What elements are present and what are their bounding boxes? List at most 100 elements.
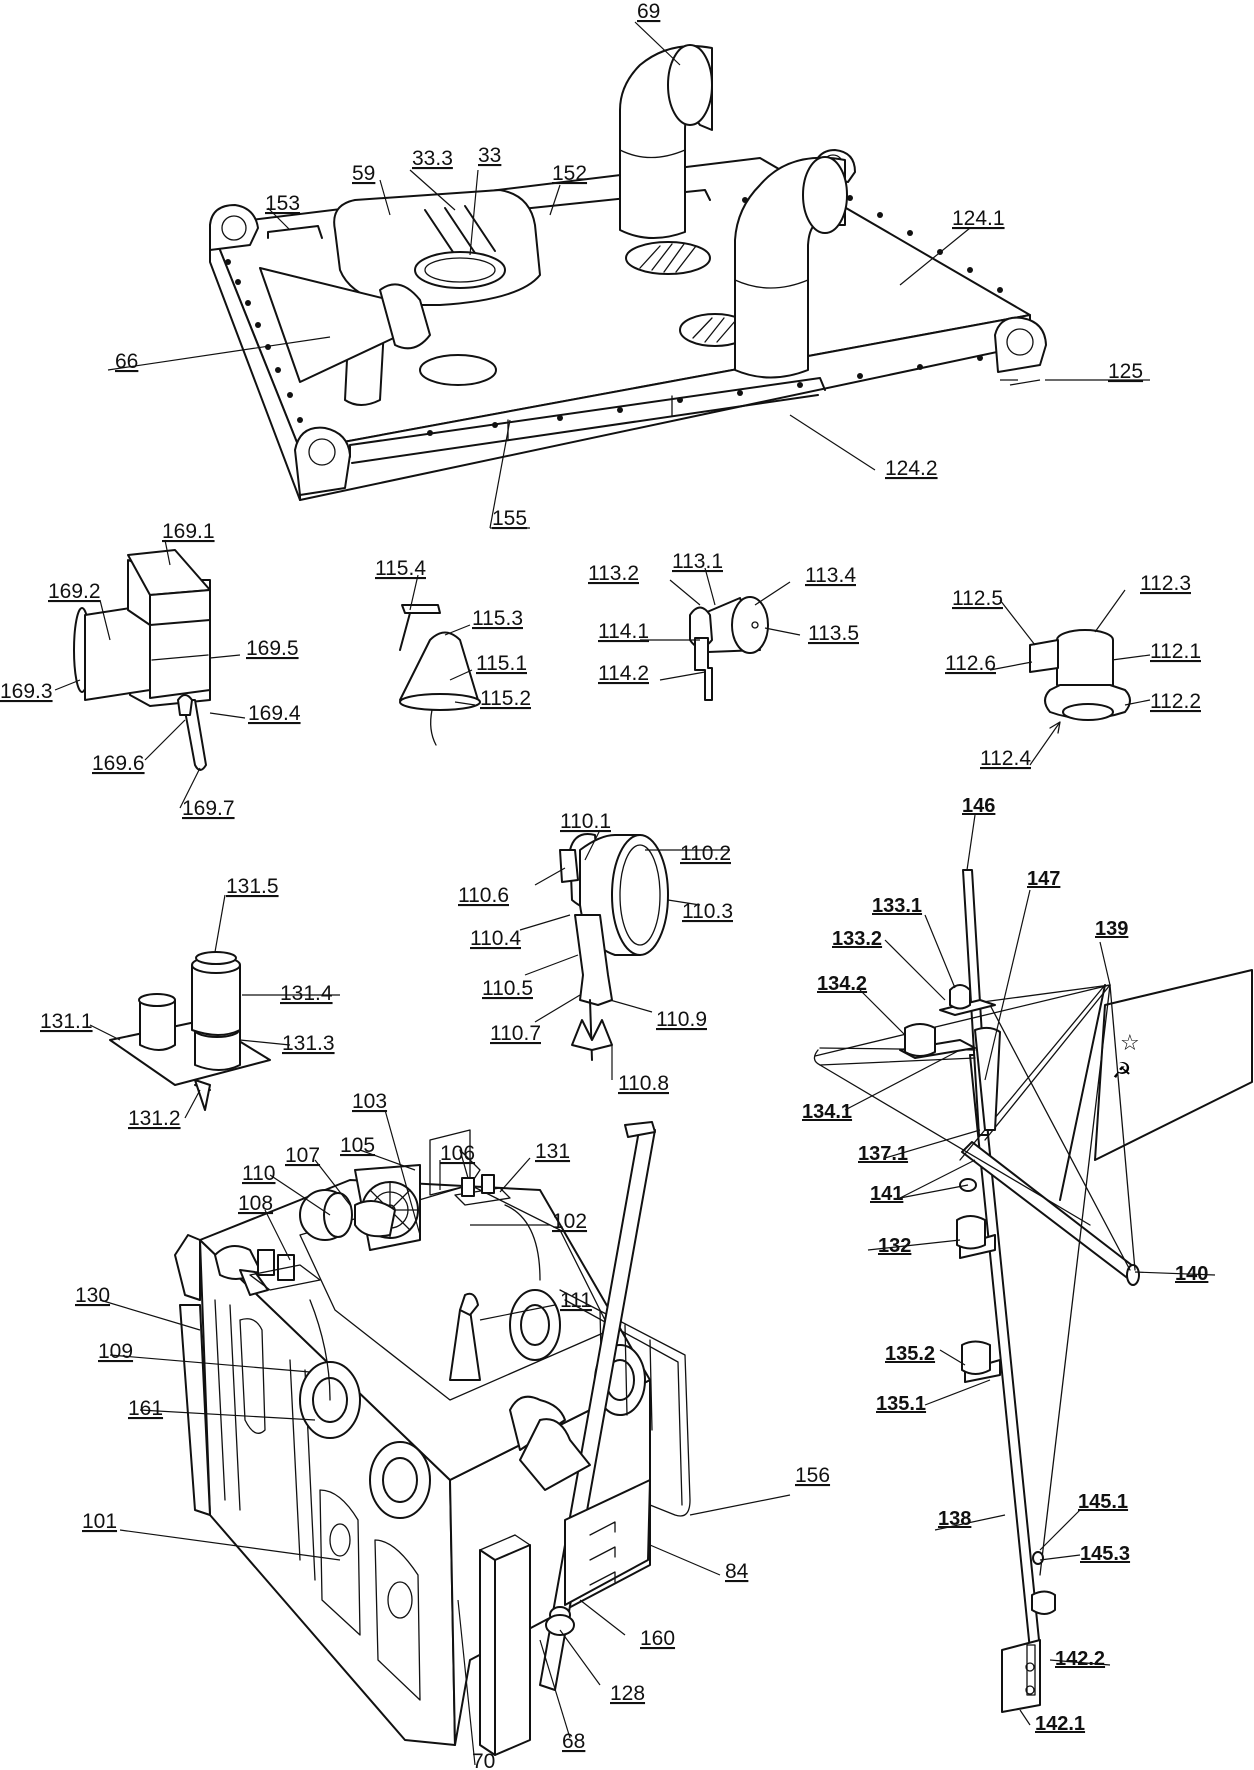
gooseneck-vent-right (734, 156, 848, 379)
label-112-3: 112.3 (1140, 572, 1191, 595)
gooseneck-vent-69 (619, 44, 713, 240)
label-169-1: 169.1 (162, 520, 215, 543)
label-124-1: 124.1 (952, 207, 1005, 230)
label-138: 138 (938, 1508, 971, 1530)
label-169-3: 169.3 (0, 680, 53, 703)
winch-leaders (54, 539, 246, 809)
label-155: 155 (492, 507, 527, 530)
deck-leaders (107, 21, 1150, 529)
reference-labels: 69 33.3 33 59 152 153 124.1 66 125 124.2… (0, 0, 1208, 1770)
label-131-1: 131.1 (40, 1010, 93, 1033)
label-110-3: 110.3 (682, 900, 733, 923)
label-131-4: 131.4 (280, 982, 333, 1005)
deck-plate-assembly (107, 21, 1150, 529)
lifting-lugs (209, 149, 1047, 496)
label-124-2: 124.2 (885, 457, 938, 480)
label-134-2: 134.2 (817, 973, 867, 995)
label-111: 111 (560, 1289, 592, 1312)
hammer-sickle-icon: ☭ (1112, 1059, 1132, 1084)
label-142-2: 142.2 (1055, 1648, 1105, 1670)
label-33: 33 (478, 144, 501, 167)
label-108: 108 (238, 1192, 273, 1215)
label-101: 101 (82, 1510, 117, 1533)
bell-115 (399, 574, 481, 746)
label-133-2: 133.2 (832, 928, 882, 950)
label-66: 66 (115, 350, 138, 373)
label-112-4: 112.4 (980, 747, 1031, 770)
label-169-7: 169.7 (182, 797, 235, 820)
label-113-4: 113.4 (805, 564, 856, 587)
label-147: 147 (1027, 868, 1060, 890)
label-84: 84 (725, 1560, 749, 1583)
label-152: 152 (552, 162, 587, 185)
label-132: 132 (878, 1235, 911, 1257)
label-153: 153 (265, 192, 300, 215)
winch-169 (54, 539, 246, 809)
label-109: 109 (98, 1340, 133, 1363)
label-115-1: 115.1 (476, 652, 527, 675)
label-33-3: 33.3 (412, 147, 453, 170)
label-114-1: 114.1 (598, 620, 649, 643)
wheelhouse-assembly (99, 1109, 791, 1766)
label-68: 68 (562, 1730, 585, 1753)
deck-opening (419, 354, 497, 386)
label-131: 131 (535, 1140, 570, 1163)
label-130: 130 (75, 1284, 110, 1307)
searchlight-110 (519, 829, 730, 1080)
label-128: 128 (610, 1682, 645, 1705)
label-110-9: 110.9 (656, 1008, 707, 1031)
label-112-5: 112.5 (952, 587, 1003, 610)
label-125: 125 (1108, 360, 1143, 383)
label-156: 156 (795, 1464, 830, 1487)
mast-assembly: ☆ ☭ (813, 814, 1253, 1726)
label-70: 70 (472, 1750, 495, 1770)
label-134-1: 134.1 (802, 1101, 852, 1123)
label-135-2: 135.2 (885, 1343, 935, 1365)
label-113-5: 113.5 (808, 622, 859, 645)
label-69: 69 (637, 0, 660, 23)
label-110-1: 110.1 (560, 810, 611, 833)
label-169-4: 169.4 (248, 702, 301, 725)
label-112-2: 112.2 (1150, 690, 1201, 713)
label-106: 106 (440, 1142, 475, 1165)
label-113-1: 113.1 (672, 550, 723, 573)
wheelhouse-leaders (99, 1109, 791, 1766)
label-133-1: 133.1 (872, 895, 922, 917)
lamp-112 (989, 589, 1151, 766)
label-131-2: 131.2 (128, 1107, 181, 1130)
label-59: 59 (352, 162, 375, 185)
label-114-2: 114.2 (598, 662, 649, 685)
label-115-2: 115.2 (480, 687, 531, 710)
label-161: 161 (128, 1397, 163, 1420)
label-105: 105 (340, 1134, 375, 1157)
label-169-5: 169.5 (246, 637, 299, 660)
label-110-5: 110.5 (482, 977, 533, 1000)
label-131-3: 131.3 (282, 1032, 335, 1055)
label-160: 160 (640, 1627, 675, 1650)
label-110-8: 110.8 (618, 1072, 669, 1095)
label-139: 139 (1095, 918, 1128, 940)
label-102: 102 (552, 1210, 587, 1233)
label-169-6: 169.6 (92, 752, 145, 775)
bell-mouth-vent (259, 267, 431, 406)
label-145-3: 145.3 (1080, 1543, 1130, 1565)
label-135-1: 135.1 (876, 1393, 926, 1415)
label-140: 140 (1175, 1263, 1208, 1285)
doors-with-portholes (319, 1489, 421, 1701)
bolt-holes (225, 195, 1003, 436)
label-137-1: 137.1 (858, 1143, 908, 1165)
star-icon: ☆ (1120, 1031, 1140, 1056)
label-112-6: 112.6 (945, 652, 996, 675)
label-169-2: 169.2 (48, 580, 101, 603)
label-110-7: 110.7 (490, 1022, 541, 1045)
label-110: 110 (242, 1162, 275, 1185)
ventilation-box (333, 189, 541, 306)
label-115-4: 115.4 (375, 557, 426, 580)
label-107: 107 (285, 1144, 320, 1167)
label-141: 141 (870, 1183, 903, 1205)
horn-113 (640, 567, 801, 701)
label-110-6: 110.6 (458, 884, 509, 907)
label-112-1: 112.1 (1150, 640, 1201, 663)
label-103: 103 (352, 1090, 387, 1113)
